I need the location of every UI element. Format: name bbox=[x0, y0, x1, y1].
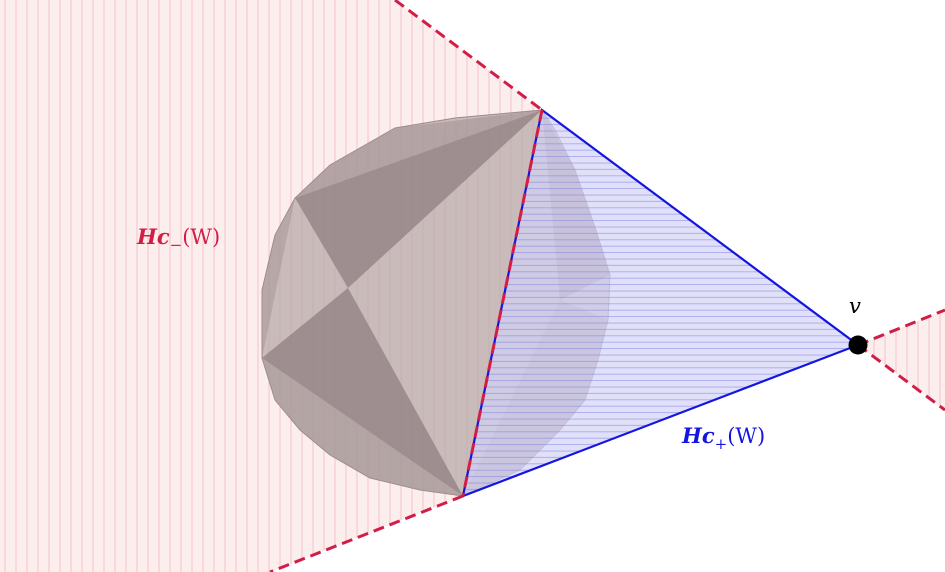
hc-minus-boundary bbox=[269, 0, 945, 572]
right-lower-dashed-ray bbox=[857, 343, 945, 412]
upper-dashed-ray bbox=[394, 0, 543, 112]
vertex-v-label: v bbox=[849, 294, 861, 318]
hc-minus-right-wedge bbox=[858, 310, 945, 410]
hc-plus-label: Hc+(W) bbox=[681, 423, 765, 453]
lower-dashed-ray bbox=[269, 494, 464, 572]
right-upper-dashed-ray bbox=[857, 308, 945, 347]
vertex-v-dot bbox=[848, 335, 868, 355]
separating-dashed-line bbox=[461, 109, 544, 497]
hc-minus-label: Hc−(W) bbox=[136, 224, 220, 254]
